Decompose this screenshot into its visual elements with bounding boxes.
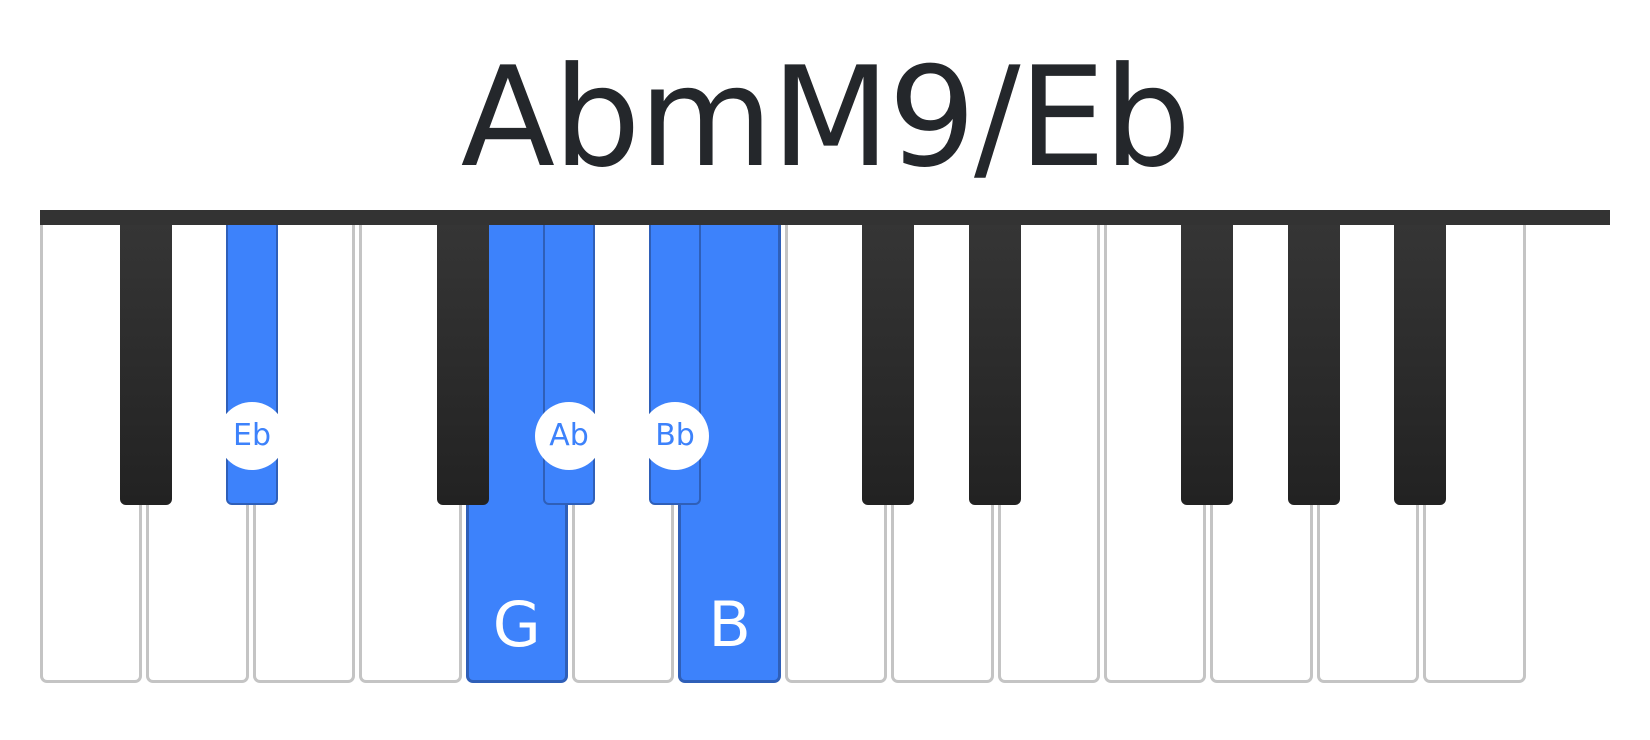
note-label: Bb	[641, 402, 709, 470]
black-key[interactable]: Bb	[641, 225, 709, 505]
note-label: Eb	[218, 402, 286, 470]
black-key[interactable]	[969, 225, 1021, 505]
black-key[interactable]	[862, 225, 914, 505]
chord-title: AbmM9/Eb	[460, 37, 1192, 198]
black-key[interactable]	[1181, 225, 1233, 505]
piano-keyboard: G B Eb Ab Bb	[40, 210, 1610, 690]
black-key[interactable]	[1288, 225, 1340, 505]
black-key[interactable]	[1394, 225, 1446, 505]
black-key[interactable]	[120, 225, 172, 505]
black-key[interactable]: Ab	[535, 225, 603, 505]
note-label: B	[708, 588, 751, 661]
black-key[interactable]	[437, 225, 489, 505]
note-label: Ab	[535, 402, 603, 470]
black-key[interactable]: Eb	[218, 225, 286, 505]
note-label: G	[492, 588, 541, 661]
keyboard-top-bar	[40, 210, 1610, 225]
